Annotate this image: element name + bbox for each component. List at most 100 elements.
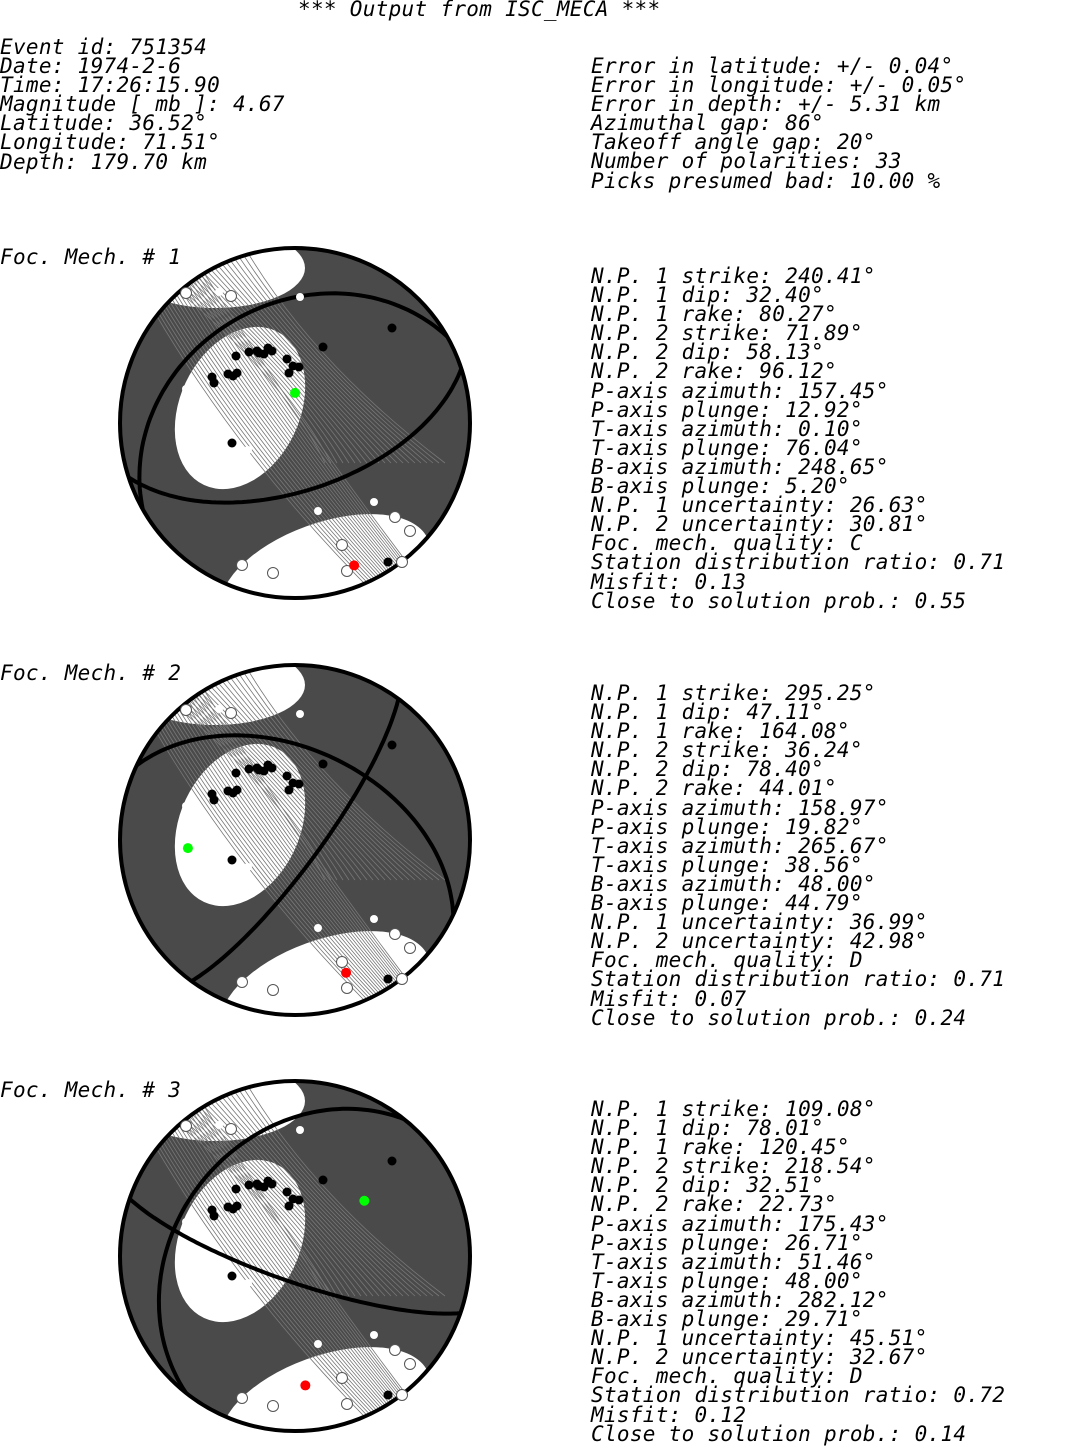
solution-line [154,675,416,1015]
solution-line [190,1081,392,1297]
solution-line [214,665,416,881]
dilatation-polarity [370,1331,378,1339]
mechanism-parameter-line: N.P. 1 rake: 80.27° [591,302,837,327]
beachball-outline [118,1079,472,1433]
nodal-plane-2 [127,367,464,505]
dilatation-polarity [341,1398,353,1410]
mechanism-parameter-line: Close to solution prob.: 0.24 [591,1005,967,1030]
nodal-plane-2 [190,698,401,983]
mechanism-parameter-line: N.P. 2 dip: 32.51° [591,1173,824,1198]
p-axis-marker [341,967,352,978]
mechanism-parameter-line: N.P. 2 strike: 71.89° [591,321,863,346]
dilatation-polarity [403,541,411,549]
page-title: *** Output from ISC_MECA *** [298,0,661,21]
p-axis-marker [349,560,360,571]
dilatation-polarity [182,385,190,393]
mechanism-parameter-line: Close to solution prob.: 0.55 [591,588,967,613]
dilatation-polarity [404,525,416,537]
solution-line [244,665,446,881]
solution-line [154,705,416,1015]
nodal-plane-1 [137,291,449,510]
dilatation-lobe [174,743,306,907]
mechanism-parameter-line: Foc. mech. quality: D [591,1364,863,1389]
mechanism-parameter-line: Station distribution ratio: 0.72 [591,1383,1006,1408]
compression-polarity [267,346,277,356]
solution-line [226,665,428,881]
compression-polarity [294,362,304,372]
beachball-2 [118,663,472,1017]
mechanism-parameter-line: N.P. 2 uncertainty: 42.98° [591,929,928,954]
compression-polarity [231,351,241,361]
nodal-plane-1 [135,733,456,915]
solution-line [154,1097,416,1431]
mechanism-parameter-line: N.P. 2 uncertainty: 32.67° [591,1345,928,1370]
compression-polarity [244,347,254,357]
compression-polarity [207,372,217,382]
event-info-line: Longitude: 71.51° [0,130,221,155]
solution-line [232,248,434,464]
t-axis-marker [290,387,301,398]
dilatation-polarity [244,446,252,454]
error-info-line: Takeoff angle gap: 20° [591,130,876,155]
solution-line [196,1081,398,1297]
beachball-3 [118,1079,472,1433]
mechanism-parameter-line: Foc. mech. quality: C [591,531,863,556]
beachball-outline [118,663,472,1017]
mechanism-2-parameters: N.P. 1 strike: 295.25°N.P. 1 dip: 47.11°… [591,682,1005,1030]
dilatation-polarity [215,705,223,713]
solution-line [154,252,416,598]
dilatation-polarity [403,958,411,966]
mechanism-parameter-line: Misfit: 0.12 [591,1402,747,1427]
dilatation-polarity [236,559,248,571]
solution-line [244,1081,446,1297]
t-axis-marker [359,1195,370,1206]
mechanism-3-label: Foc. Mech. # 3 [0,1078,182,1102]
mechanism-parameter-line: T-axis azimuth: 51.46° [591,1249,876,1274]
dilatation-polarity [215,288,223,296]
compression-polarity [231,768,241,778]
solution-line [154,669,416,1015]
dilatation-polarity [404,942,416,954]
error-info-line: Error in longitude: +/- 0.05° [591,73,967,98]
dilatation-polarity [225,707,237,719]
dilatation-polarity [314,1340,322,1348]
dilatation-polarity [389,1344,401,1356]
dilatation-lobe [219,514,431,598]
solution-line [154,276,416,598]
solution-line [154,665,416,991]
solution-line [154,258,416,598]
mechanism-parameter-line: P-axis azimuth: 157.45° [591,378,889,403]
solution-line [238,248,440,464]
solution-line [190,248,392,464]
mechanism-parameter-line: Foc. mech. quality: D [591,948,863,973]
event-info-line: Time: 17:26:15.90 [0,73,221,98]
event-info-line: Date: 1974-2-6 [0,54,182,79]
dilatation-polarity [404,1358,416,1370]
dilatation-polarity [267,567,279,579]
mechanism-parameter-line: N.P. 2 strike: 218.54° [591,1154,876,1179]
event-info-line: Depth: 179.70 km [0,149,208,174]
solution-line [208,248,410,464]
compression-polarity [294,1195,304,1205]
dilatation-lobe [219,931,431,1015]
solution-line [226,248,428,464]
solution-line [154,248,416,577]
mechanism-parameter-line: T-axis azimuth: 0.10° [591,416,863,441]
compression-polarity [244,764,254,774]
nodal-planes [128,1106,461,1395]
dilatation-polarity [396,556,408,568]
solution-line [232,665,434,881]
solution-line [202,1081,404,1297]
compression-polarity [284,1201,294,1211]
dilatation-polarity [341,982,353,994]
compression-polarity [244,1180,254,1190]
compression-polarity [227,438,237,448]
compression-polarity [227,855,237,865]
compression-polarity [267,763,277,773]
mechanism-parameter-line: N.P. 1 strike: 109.08° [591,1097,876,1121]
mechanism-1-parameters: N.P. 1 strike: 240.41°N.P. 1 dip: 32.40°… [591,265,1005,613]
mechanism-parameter-line: P-axis plunge: 19.82° [591,814,863,839]
solution-line [154,264,416,598]
